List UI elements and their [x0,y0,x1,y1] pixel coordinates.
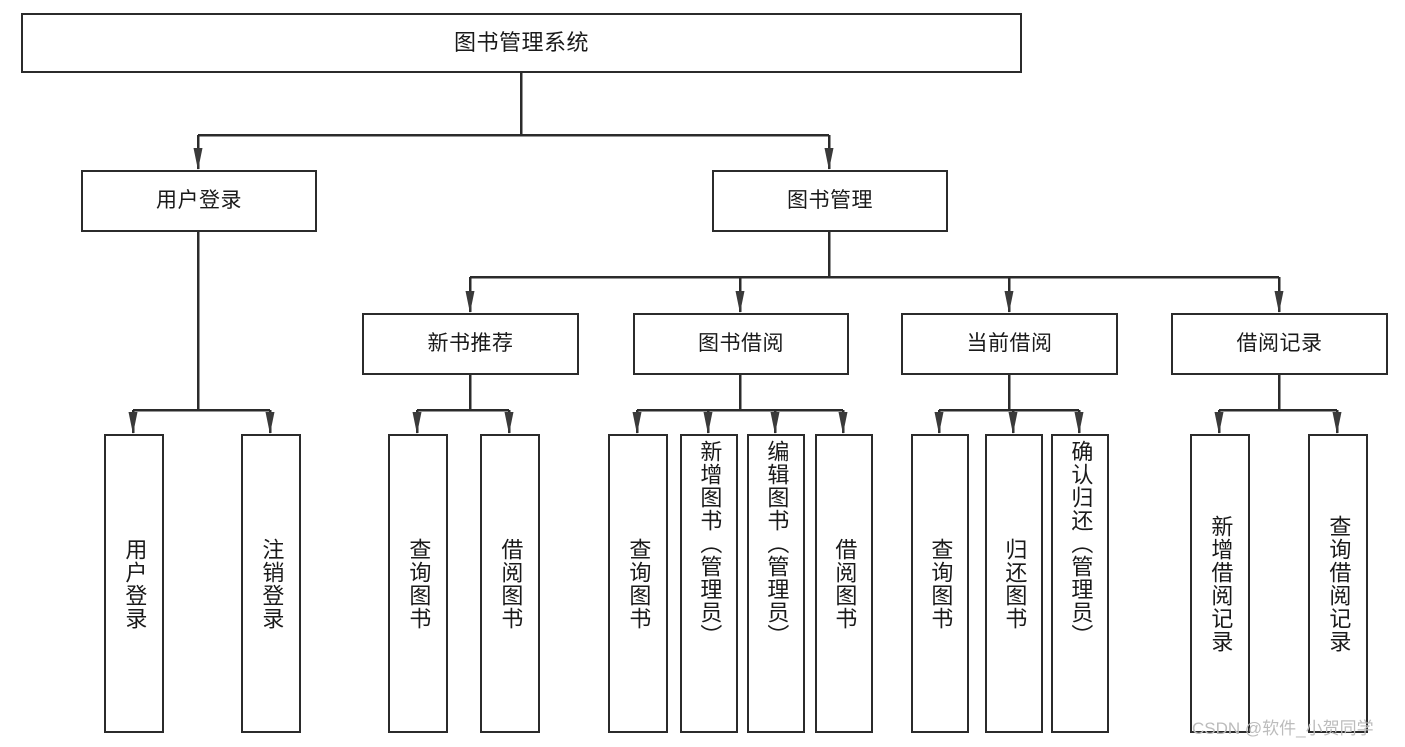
node-l2-book-management[interactable]: 图书管理 [712,170,948,232]
node-leaf-query-book-current[interactable]: 查询图书 [911,434,969,733]
node-label: 图书管理系统 [453,29,589,55]
node-label: 当前借阅 [966,332,1053,356]
node-label: 借阅记录 [1236,332,1323,356]
node-l3-current-borrow[interactable]: 当前借阅 [901,313,1118,375]
node-leaf-add-borrow-record[interactable]: 新增借阅记录 [1190,434,1250,733]
node-label: 归还图书 [1002,537,1028,630]
node-leaf-edit-book-admin[interactable]: 编辑图书（管理员） [747,434,805,733]
node-label: 编辑图书（管理员） [764,440,790,647]
node-label: 借阅图书 [832,537,858,630]
node-leaf-add-book-admin[interactable]: 新增图书（管理员） [680,434,738,733]
node-leaf-query-book-rec[interactable]: 查询图书 [388,434,448,733]
node-leaf-borrow-book-borrow[interactable]: 借阅图书 [815,434,873,733]
node-label: 注销登录 [259,537,285,630]
node-leaf-borrow-book-rec[interactable]: 借阅图书 [480,434,540,733]
node-label: 新增图书（管理员） [697,440,723,647]
node-leaf-confirm-return-admin[interactable]: 确认归还（管理员） [1051,434,1109,733]
node-label: 借阅图书 [498,537,524,630]
node-leaf-query-borrow-record[interactable]: 查询借阅记录 [1308,434,1368,733]
node-label: 确认归还（管理员） [1068,440,1094,647]
node-label: 查询图书 [928,537,954,630]
node-l3-book-borrow[interactable]: 图书借阅 [633,313,849,375]
node-label: 图书管理 [787,189,873,213]
node-label: 查询图书 [406,537,432,630]
node-leaf-query-book-borrow[interactable]: 查询图书 [608,434,668,733]
node-label: 图书借阅 [698,332,784,356]
node-leaf-return-book[interactable]: 归还图书 [985,434,1043,733]
node-label: 用户登录 [122,537,148,630]
node-label: 新增借阅记录 [1208,514,1234,653]
node-l3-new-book-recommend[interactable]: 新书推荐 [362,313,579,375]
node-l2-user-login[interactable]: 用户登录 [81,170,317,232]
node-label: 查询图书 [626,537,652,630]
watermark-text: CSDN @软件_小贺同学 [1192,719,1374,738]
node-root-system-title[interactable]: 图书管理系统 [21,13,1022,73]
node-label: 新书推荐 [427,332,514,356]
node-leaf-logout-leaf[interactable]: 注销登录 [241,434,301,733]
node-l3-borrow-record[interactable]: 借阅记录 [1171,313,1388,375]
node-label: 用户登录 [156,189,242,213]
node-leaf-user-login-leaf[interactable]: 用户登录 [104,434,164,733]
node-label: 查询借阅记录 [1326,514,1352,653]
